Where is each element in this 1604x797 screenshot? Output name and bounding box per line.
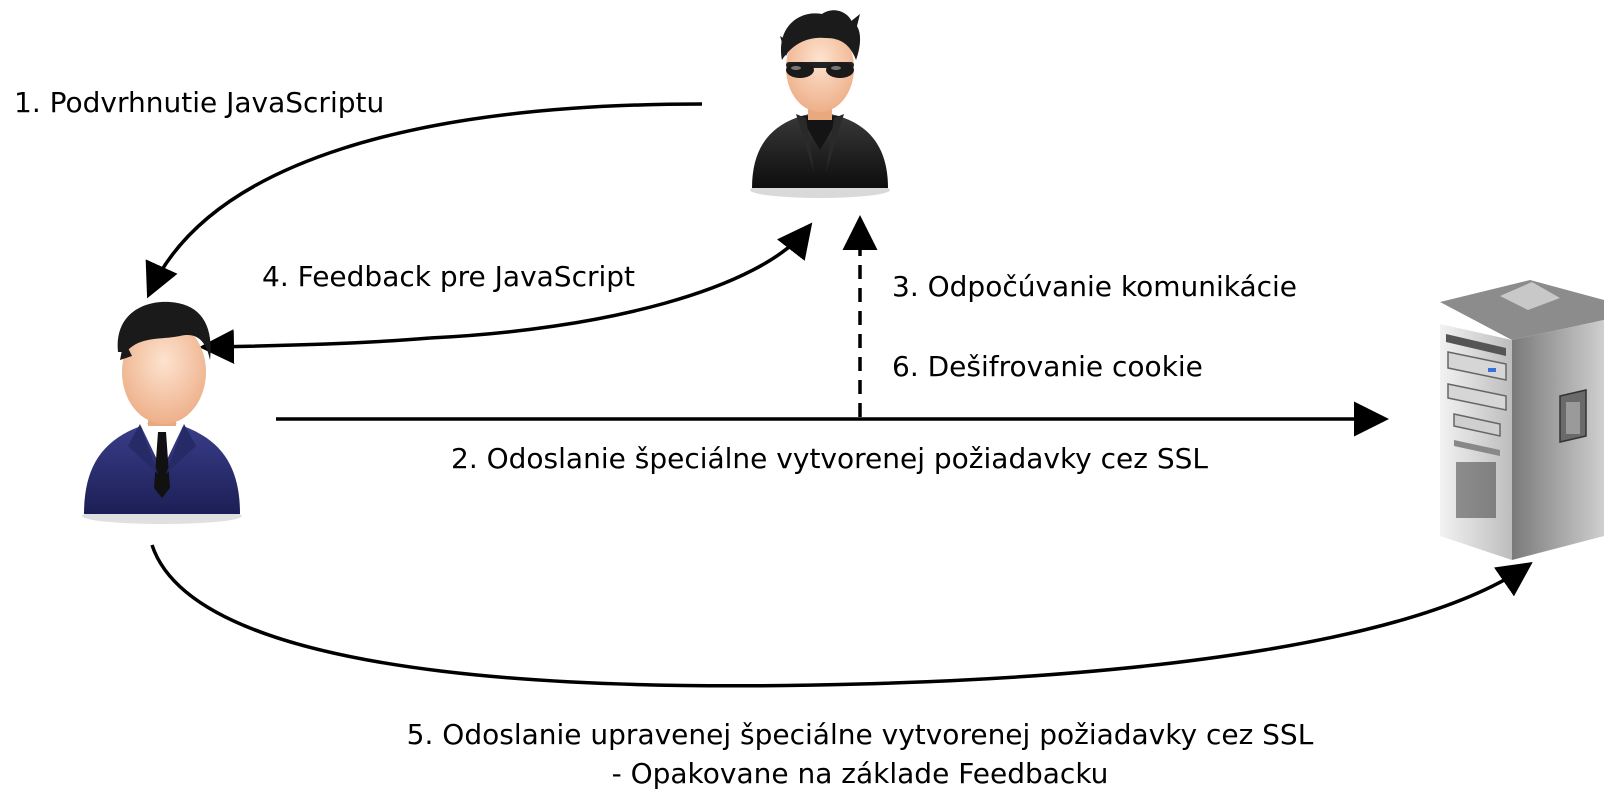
step1-label: 1. Podvrhnutie JavaScriptu	[14, 86, 385, 119]
step5-note: - Opakovane na základe Feedbacku	[611, 757, 1109, 790]
server-tower-icon	[1440, 280, 1604, 560]
step4-label: 4. Feedback pre JavaScript	[262, 260, 636, 293]
arrow-step4-to-victim	[199, 329, 431, 365]
step2-label: 2. Odoslanie špeciálne vytvorenej požiad…	[451, 442, 1208, 475]
arrow-step1	[145, 102, 703, 299]
hacker-with-sunglasses-icon	[750, 10, 890, 198]
step5-label: 5. Odoslanie upravenej špeciálne vytvore…	[406, 718, 1314, 751]
arrow-step5	[150, 544, 1533, 688]
step3-label: 3. Odpočúvanie komunikácie	[892, 270, 1298, 303]
step6-label: 6. Dešifrovanie cookie	[892, 350, 1203, 383]
arrow-step4-to-attacker	[429, 222, 813, 340]
businessman-user-icon	[82, 301, 242, 524]
